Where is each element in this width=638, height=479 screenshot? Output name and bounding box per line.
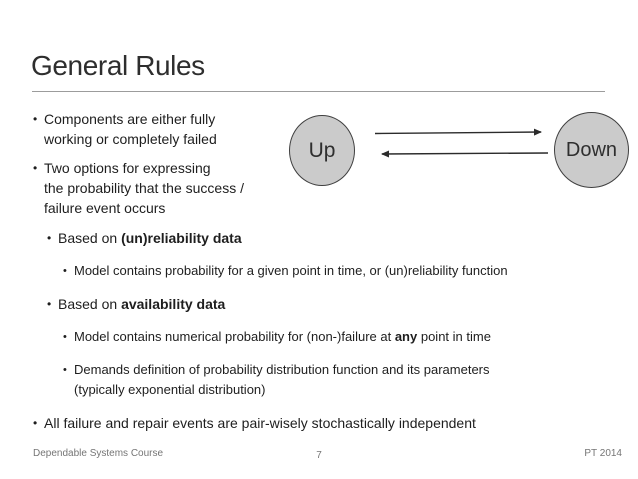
bullet-item: • Based on availability data xyxy=(47,294,636,314)
bullet-dot: • xyxy=(47,231,52,245)
up-state: Up xyxy=(289,115,355,186)
bullet-line: All failure and repair events are pair-w… xyxy=(44,415,476,431)
bullet-line: Based on availability data xyxy=(58,296,226,312)
bullet-dot: • xyxy=(47,297,52,311)
down-state-label: Down xyxy=(565,138,618,161)
bullet-list: • Components are either fully working or c… xyxy=(33,109,636,446)
footer-page-number: 7 xyxy=(316,450,322,461)
footer-term: PT 2014 xyxy=(584,448,622,459)
bullet-text: Two options for expressing the probabilit… xyxy=(44,158,244,218)
bullet-dot: • xyxy=(33,112,38,126)
bullet-line: the probability that the success / xyxy=(44,180,244,196)
bullet-line: Model contains probability for a given p… xyxy=(74,263,508,278)
bullet-line: failure event occurs xyxy=(44,200,166,216)
bullet-dot: • xyxy=(33,161,38,175)
footer-course: Dependable Systems Course xyxy=(33,448,164,459)
bullet-line: Components are either fully xyxy=(44,111,216,127)
bullet-line: (typically exponential distribution) xyxy=(74,382,266,397)
bullet-text: Demands definition of probability distri… xyxy=(74,360,490,400)
page-title: General Rules xyxy=(31,50,205,81)
bullet-item: • Two options for expressing the probabili… xyxy=(33,158,636,218)
bullet-text: All failure and repair events are pair-w… xyxy=(44,413,476,433)
bullet-text: Based on availability data xyxy=(58,294,225,314)
bullet-item: • Demands definition of probability distr… xyxy=(63,360,636,400)
bullet-item: • Components are either fully working or c… xyxy=(33,109,636,149)
bullet-text: Components are either fully working or co… xyxy=(44,109,217,149)
bullet-line: Model contains numerical probability for… xyxy=(74,329,491,344)
bullet-dot: • xyxy=(63,364,67,376)
up-state-label: Up xyxy=(308,138,336,162)
bullet-line: Based on (un)reliability data xyxy=(58,230,242,246)
bullet-item: • Model contains numerical probability fo… xyxy=(63,327,636,347)
down-state: Down xyxy=(554,112,629,188)
bullet-dot: • xyxy=(63,265,67,277)
bullet-item: • All failure and repair events are pair-… xyxy=(33,413,636,433)
bullet-dot: • xyxy=(33,416,38,430)
bullet-text: Based on (un)reliability data xyxy=(58,228,242,248)
bullet-item: • Based on (un)reliability data xyxy=(47,228,636,248)
bullet-item: • Model contains probability for a given … xyxy=(63,261,636,281)
bullet-line: Two options for expressing xyxy=(44,160,211,176)
bullet-line: Demands definition of probability distri… xyxy=(74,362,490,377)
title-divider xyxy=(32,91,605,92)
bullet-text: Model contains numerical probability for… xyxy=(74,327,491,347)
bullet-text: Model contains probability for a given p… xyxy=(74,261,508,281)
bullet-dot: • xyxy=(63,331,67,343)
bullet-line: working or completely failed xyxy=(44,131,217,147)
